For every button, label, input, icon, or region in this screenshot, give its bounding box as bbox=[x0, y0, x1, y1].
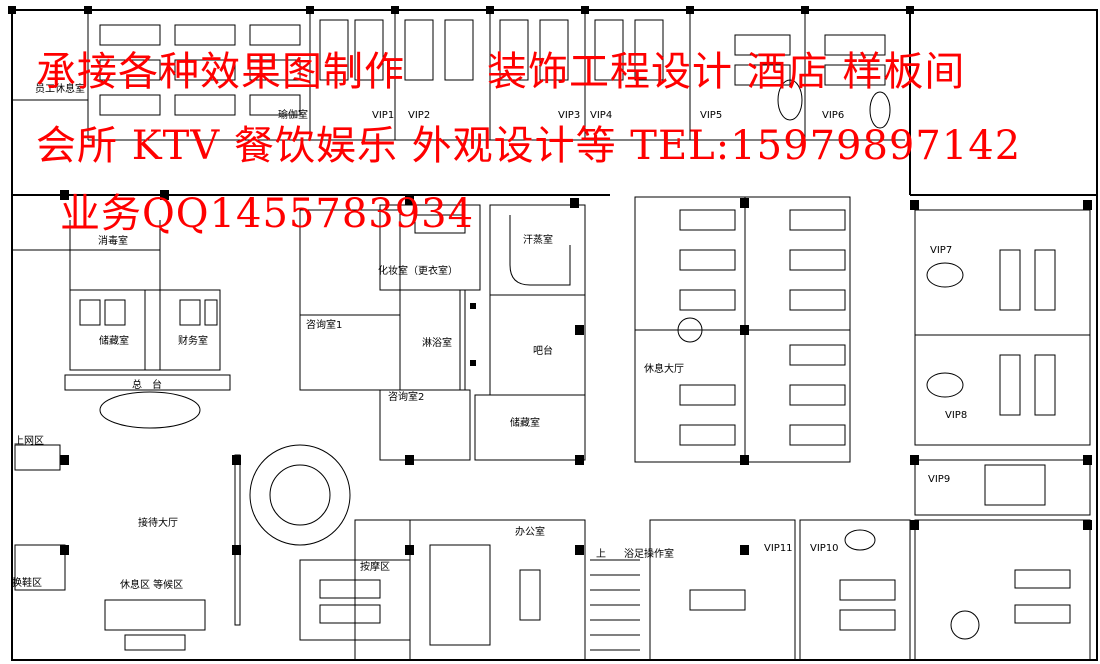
label-storage-left: 储藏室 bbox=[99, 336, 129, 347]
label-yoga: 瑜伽室 bbox=[278, 110, 308, 121]
label-lounge-hall: 休息大厅 bbox=[644, 364, 684, 375]
label-vip11: VIP11 bbox=[764, 543, 793, 554]
label-vip2: VIP2 bbox=[408, 110, 431, 121]
label-internet: 上网区 bbox=[14, 436, 44, 447]
label-finance: 财务室 bbox=[178, 336, 208, 347]
label-vip6: VIP6 bbox=[822, 110, 845, 121]
label-makeup: 化妆室（更衣室） bbox=[378, 266, 458, 277]
label-vip3: VIP3 bbox=[558, 110, 581, 121]
label-vip10: VIP10 bbox=[810, 543, 839, 554]
label-vip1: VIP1 bbox=[372, 110, 395, 121]
label-reception-hall: 接待大厅 bbox=[138, 518, 178, 529]
label-vip5: VIP5 bbox=[700, 110, 723, 121]
label-foot-op: 浴足操作室 bbox=[624, 549, 674, 560]
label-shoe-change: 换鞋区 bbox=[12, 578, 42, 589]
label-vip7: VIP7 bbox=[930, 245, 953, 256]
label-vip8: VIP8 bbox=[945, 410, 968, 421]
label-sauna: 汗蒸室 bbox=[523, 235, 553, 246]
label-consult1: 咨询室1 bbox=[306, 320, 343, 331]
column-markers bbox=[8, 6, 1092, 555]
label-bar: 吧台 bbox=[533, 346, 553, 357]
label-vip9: VIP9 bbox=[928, 474, 951, 485]
label-massage: 按摩区 bbox=[360, 562, 390, 573]
label-staff-lounge: 员工休息室 bbox=[35, 84, 85, 95]
label-vip4: VIP4 bbox=[590, 110, 613, 121]
label-storage-mid: 储藏室 bbox=[510, 418, 540, 429]
label-rest-wait: 休息区 等候区 bbox=[120, 580, 184, 591]
label-front-desk: 总 台 bbox=[132, 380, 162, 391]
label-up: 上 bbox=[596, 549, 606, 560]
label-office: 办公室 bbox=[515, 527, 545, 538]
label-disinfection: 消毒室 bbox=[98, 236, 128, 247]
label-consult2: 咨询室2 bbox=[388, 392, 425, 403]
label-shower: 淋浴室 bbox=[422, 338, 452, 349]
